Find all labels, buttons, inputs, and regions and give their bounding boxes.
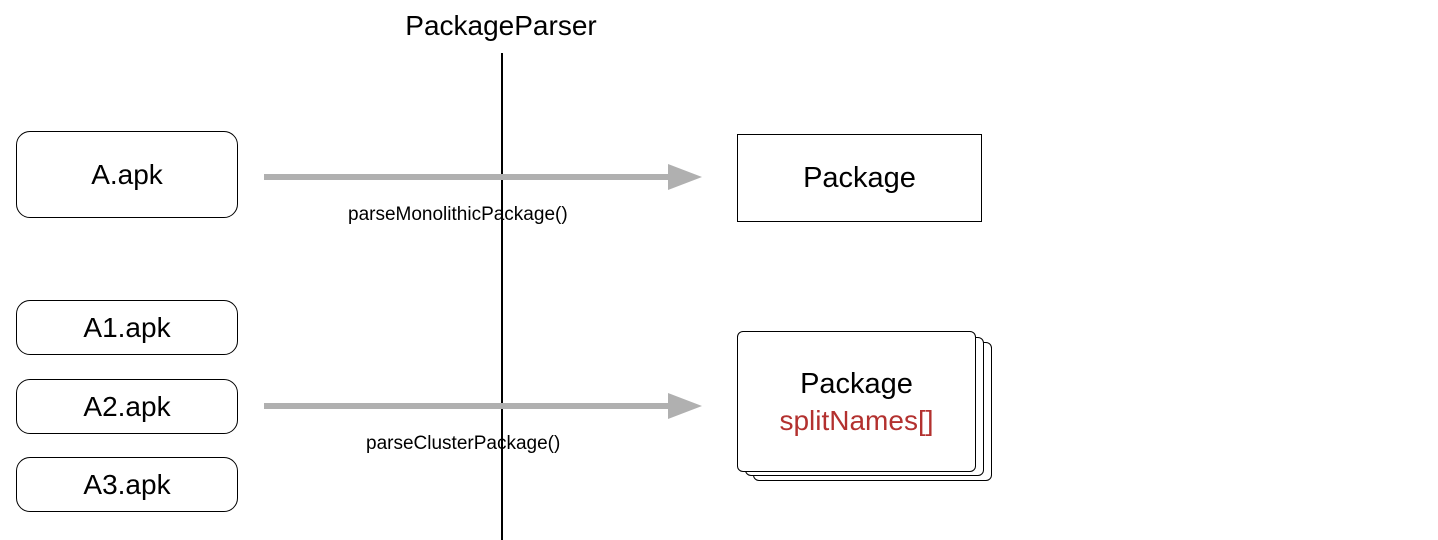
lifeline-title: PackageParser [405,10,597,41]
monolithic-package-box: Package [737,134,982,222]
apk-label: A.apk [91,158,163,190]
package-label: Package [803,161,916,194]
arrow-head [668,393,702,419]
apk-label: A1.apk [83,311,171,343]
split-names-field: splitNames[] [779,404,934,436]
apk-box-a1: A1.apk [16,300,238,355]
monolithic-arrow [264,163,702,193]
package-label: Package [800,367,913,400]
apk-label: A2.apk [83,390,171,422]
cluster-arrow [264,392,702,422]
apk-box-a: A.apk [16,131,238,218]
cluster-package-box: Package splitNames[] [737,331,976,472]
monolithic-method-label: parseMonolithicPackage() [348,204,568,225]
arrow-shaft [264,174,670,180]
apk-box-a2: A2.apk [16,379,238,434]
cluster-method-label: parseClusterPackage() [366,433,561,454]
apk-box-a3: A3.apk [16,457,238,512]
apk-label: A3.apk [83,468,171,500]
lifeline [501,53,503,540]
arrow-shaft [264,403,670,409]
arrow-head [668,164,702,190]
